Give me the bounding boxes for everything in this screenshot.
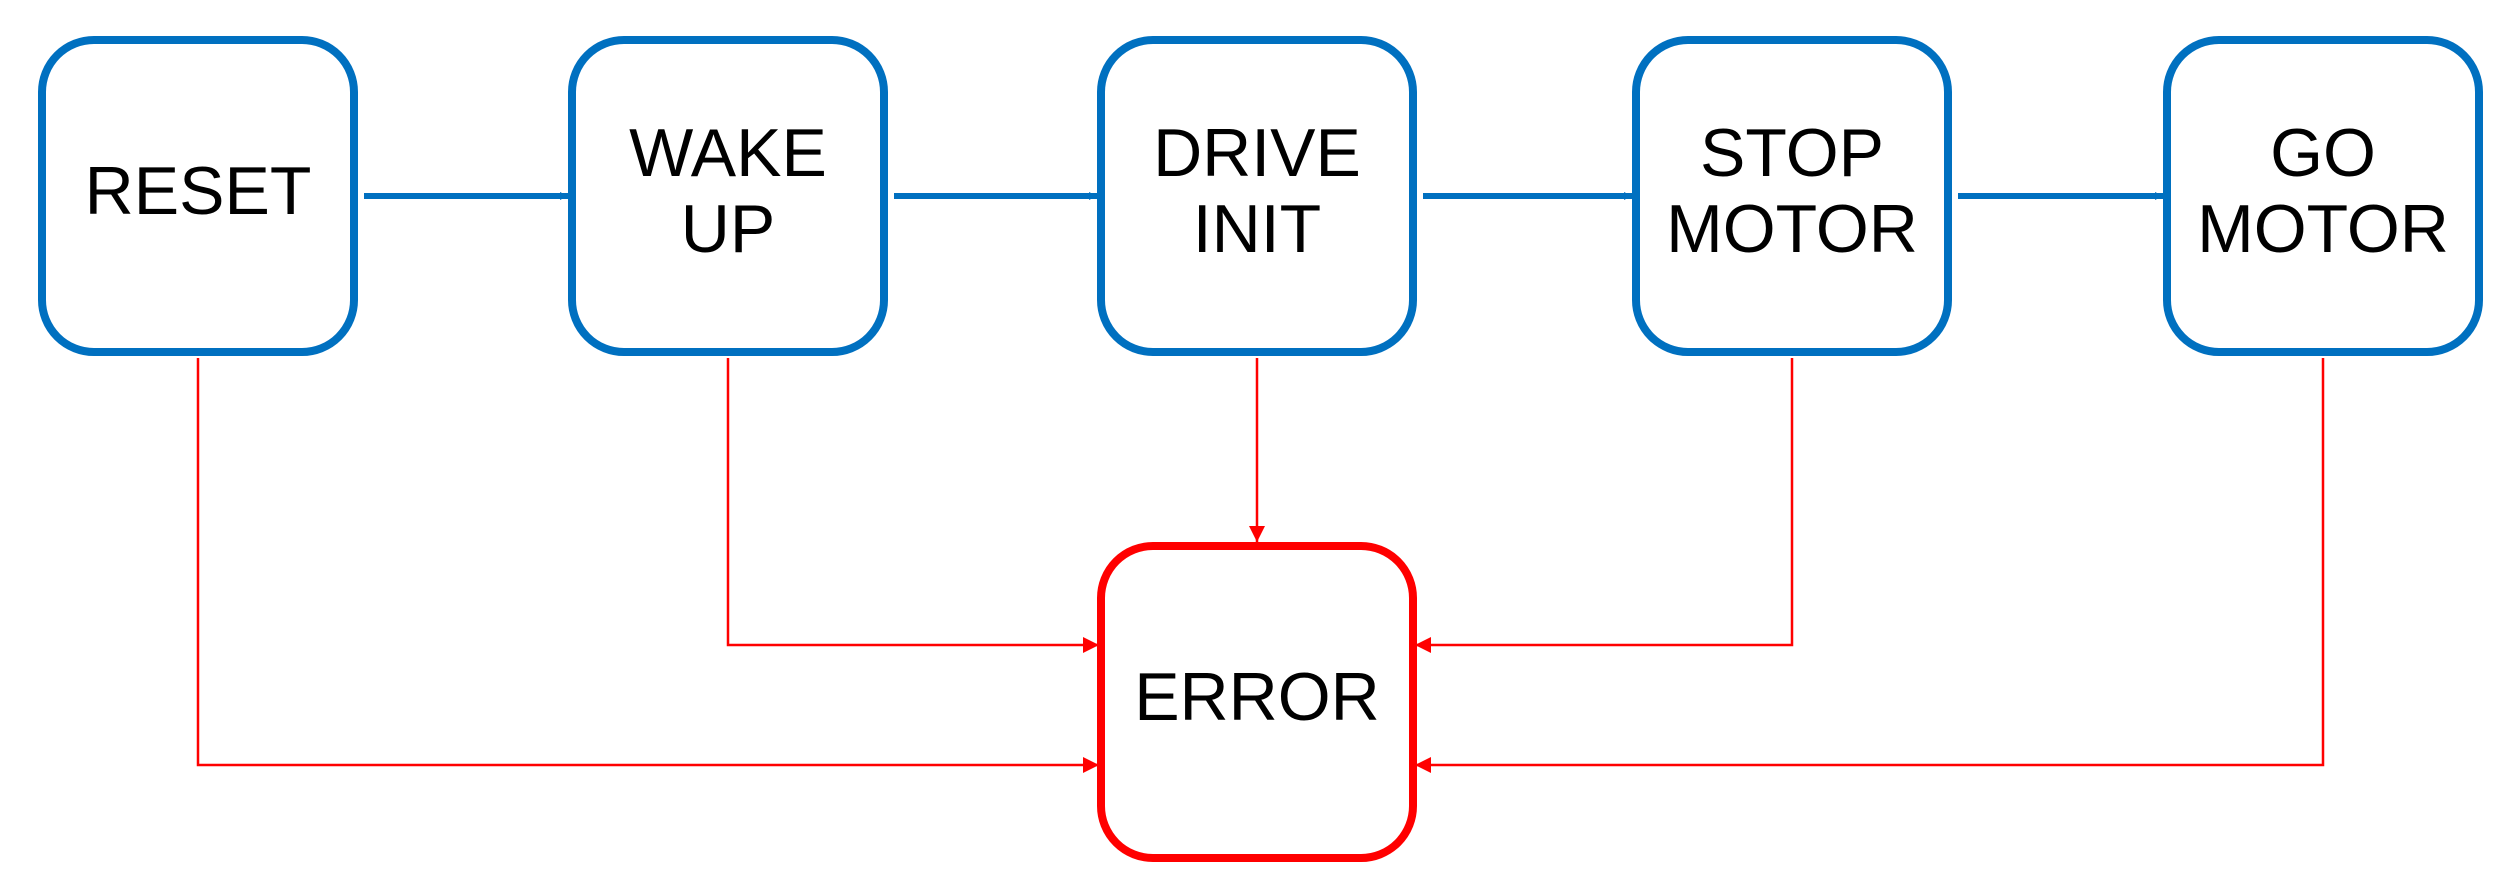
- state-wake-up-label-line-1: WAKE: [629, 115, 827, 191]
- state-box-reset: [38, 36, 358, 356]
- state-stop-motor-label-line-2: MOTOR: [1666, 191, 1918, 267]
- error-edge-go-motor-to-error: [1415, 358, 2325, 773]
- state-node-reset: RESET: [38, 36, 358, 356]
- state-reset-label-line-1: RESET: [85, 153, 312, 229]
- state-wake-up-label-line-2: UP: [681, 191, 775, 267]
- state-box-drive-init: [1097, 36, 1417, 356]
- error-edge-wake-up-to-error: [726, 358, 1099, 653]
- state-drive-init-label-line-1: DRIVE: [1153, 115, 1361, 191]
- state-drive-init-label-line-2: INIT: [1193, 191, 1321, 267]
- state-box-wake-up: [568, 36, 888, 356]
- state-box-go-motor: [2163, 36, 2483, 356]
- error-state-label-line-1: ERROR: [1134, 659, 1380, 735]
- error-state-box: [1097, 542, 1417, 862]
- error-edge-stop-motor-to-error: [1415, 358, 1794, 653]
- error-state-node: ERROR: [1097, 542, 1417, 862]
- state-box-stop-motor: [1632, 36, 1952, 356]
- state-go-motor-label-line-1: GO: [2270, 115, 2376, 191]
- state-stop-motor-label-line-1: STOP: [1700, 115, 1884, 191]
- state-go-motor-label-line-2: MOTOR: [2197, 191, 2449, 267]
- error-edge-reset-to-error: [196, 358, 1099, 773]
